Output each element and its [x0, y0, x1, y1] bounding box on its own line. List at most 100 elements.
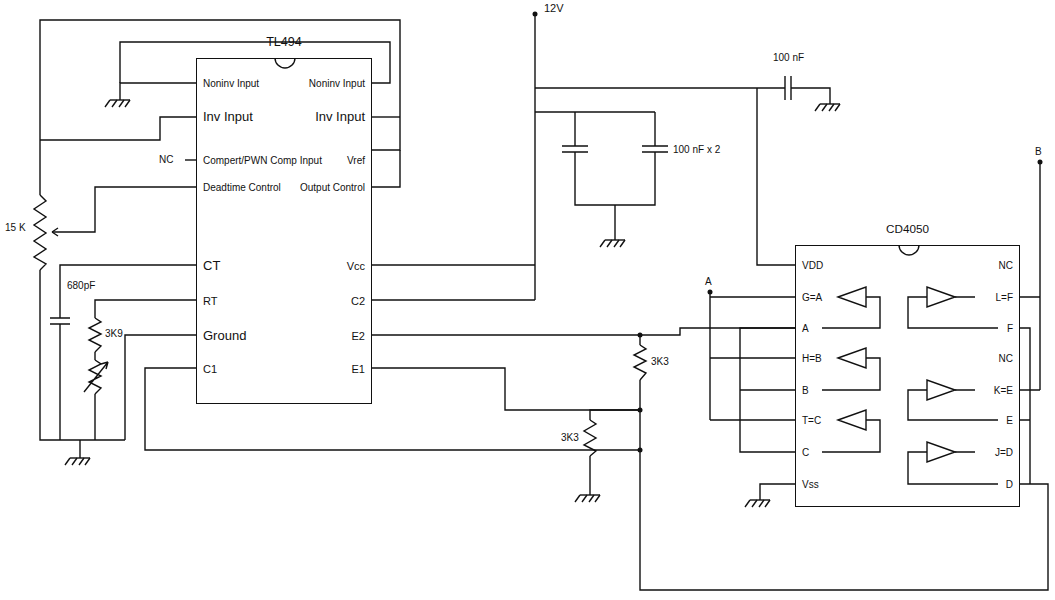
- pin-name: K=E: [994, 384, 1013, 398]
- pin-name: Vref: [347, 154, 365, 168]
- wire: [791, 88, 830, 104]
- capacitor-symbol: [50, 318, 70, 324]
- capacitor-symbol: [785, 76, 791, 100]
- pin-name: Ground: [203, 329, 246, 343]
- component-value: 100 nF: [772, 52, 805, 64]
- wire: [185, 159, 196, 160]
- ic-notch: [897, 244, 921, 258]
- ground-symbol: [65, 458, 90, 465]
- buffer-symbol: [838, 410, 866, 430]
- component-value: 3K9: [104, 328, 124, 340]
- wire: [955, 297, 975, 452]
- wire: [710, 292, 795, 420]
- ground-symbol: [105, 100, 130, 107]
- wire: [535, 111, 655, 112]
- ground-symbol: [815, 104, 840, 111]
- resistor-symbol: [34, 195, 46, 270]
- junction-dot: [638, 408, 643, 413]
- pin-name: Vcc: [347, 259, 365, 273]
- variable-resistor-symbol: [84, 360, 108, 394]
- wire: [575, 112, 655, 146]
- wire: [740, 328, 795, 452]
- pin-name: NC: [999, 259, 1013, 273]
- wire-connector: [372, 328, 795, 335]
- wire: [372, 299, 535, 300]
- junction-dot: [638, 448, 643, 453]
- pin-name: Noninv Input: [309, 77, 365, 91]
- component-value: 3K3: [650, 356, 670, 368]
- buffer-symbol: [838, 287, 866, 307]
- wire: [372, 264, 535, 265]
- wire: [40, 270, 125, 440]
- ic-package: TL494Noninv InputNoninv InputInv InputIn…: [196, 58, 372, 404]
- pin-name: C: [802, 446, 809, 460]
- ground-symbol: [600, 240, 625, 247]
- component-value: 680pF: [66, 280, 96, 292]
- wire: [589, 456, 590, 495]
- wire: [535, 87, 785, 88]
- pin-name: L=F: [995, 291, 1013, 305]
- pin-name: VDD: [802, 259, 823, 273]
- pin-name: F: [1007, 322, 1013, 336]
- ground-symbol: [575, 495, 600, 502]
- wire: [52, 187, 196, 232]
- wire: [60, 265, 196, 318]
- ic-package: CD4050VDDNCG=AL=FAFH=BNCBK=ET=CECJ=DVssD: [795, 245, 1020, 507]
- wire: [575, 152, 655, 240]
- wire: [757, 88, 795, 265]
- pin-name: CT: [203, 259, 220, 273]
- wire: [908, 297, 998, 484]
- wire: [120, 42, 390, 83]
- wire: [95, 300, 196, 318]
- component-value: 3K3: [560, 432, 580, 444]
- pin-name: NC: [999, 352, 1013, 366]
- wire: [1020, 328, 1030, 484]
- wire: [94, 352, 95, 360]
- pin-name: E1: [352, 362, 365, 376]
- capacitor-symbol: [562, 146, 668, 152]
- terminal-dot: [708, 290, 713, 295]
- wire: [590, 410, 640, 420]
- pin-name: Inv Input: [203, 110, 253, 124]
- wire: [372, 150, 400, 187]
- wiper-arrow: [52, 228, 58, 236]
- signal-name: B: [1034, 146, 1043, 158]
- wire: [372, 368, 640, 410]
- pin-name: E: [1006, 414, 1013, 428]
- pin-name: C1: [203, 362, 217, 376]
- pin-name: T=C: [802, 414, 821, 428]
- wire: [59, 324, 60, 440]
- pin-name: C2: [351, 294, 365, 308]
- wire: [640, 380, 1048, 590]
- buffer-symbol: [927, 380, 955, 400]
- wire: [145, 368, 640, 450]
- pin-name: Deadtime Control: [203, 181, 281, 195]
- resistor-symbol: [634, 345, 646, 380]
- pin-name: E2: [352, 329, 365, 343]
- pin-name: Inv Input: [315, 110, 365, 124]
- signal-name: A: [704, 276, 713, 288]
- pin-name: J=D: [995, 446, 1013, 460]
- pin-name: Noninv Input: [203, 77, 259, 91]
- component-value: 100 nF x 2: [672, 144, 721, 156]
- pin-name: Output Control: [300, 181, 365, 195]
- buffer-symbol: [838, 348, 866, 368]
- wire: [40, 20, 400, 195]
- terminal-dot: [533, 12, 538, 17]
- wire: [79, 440, 80, 458]
- wire: [760, 484, 795, 500]
- wire: [534, 14, 535, 300]
- pin-name: H=B: [802, 352, 822, 366]
- resistor-symbol: [584, 420, 596, 456]
- ic-notch: [273, 57, 297, 71]
- pin-name: G=A: [802, 291, 822, 305]
- wire: [120, 83, 196, 100]
- terminal-dot: [1038, 160, 1043, 165]
- resistor-symbol: [89, 318, 101, 352]
- buffer-symbol: [927, 287, 955, 307]
- ground-symbol: [745, 500, 770, 507]
- component-value: 12V: [543, 2, 565, 14]
- ic-name: TL494: [197, 35, 371, 49]
- pin-name: Compert/PWN Comp Input: [203, 154, 322, 168]
- signal-name: NC: [158, 154, 174, 166]
